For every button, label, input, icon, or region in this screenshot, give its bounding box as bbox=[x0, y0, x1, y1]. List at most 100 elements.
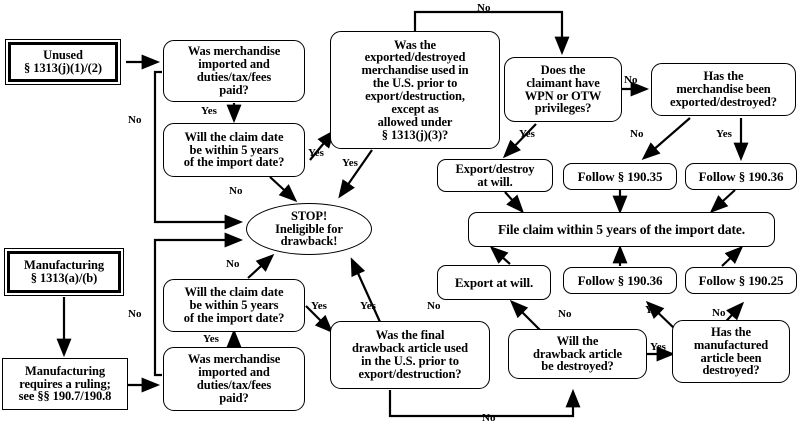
node-stop-ineligible[interactable]: STOP! Ineligible for drawback! bbox=[246, 203, 372, 255]
node-follow-190-25[interactable]: Follow § 190.25 bbox=[685, 267, 797, 294]
node-text-line: destroyed? bbox=[702, 363, 760, 378]
node-question-will-be-destroyed[interactable]: Will the drawback article be destroyed? bbox=[508, 329, 647, 379]
node-text-line: claimant have bbox=[526, 75, 600, 90]
edge-label-no-privileges: No bbox=[624, 74, 638, 86]
node-text-line: § 1313(a)/(b) bbox=[30, 271, 98, 285]
node-follow-190-36-top-text: Follow § 190.36 bbox=[698, 168, 784, 184]
node-text-line: paid? bbox=[219, 390, 249, 405]
node-text-line: merchandise used in bbox=[361, 63, 469, 78]
edge-label-yes-has-destroyed: Yes bbox=[645, 304, 661, 316]
node-text-line: article been bbox=[700, 350, 762, 365]
node-manufacturing-start-text: Manufacturing § 1313(a)/(b) bbox=[21, 259, 107, 285]
node-text-line: allowed under bbox=[377, 114, 453, 129]
node-text-line: requires a ruling; bbox=[19, 376, 111, 391]
edge-label-no-export-at-will: No bbox=[427, 300, 441, 312]
node-question-imported-bottom[interactable]: Was merchandise imported and duties/tax/… bbox=[163, 347, 305, 411]
node-follow-190-25-text: Follow § 190.25 bbox=[698, 272, 784, 288]
node-question-has-been-destroyed-text: Has the manufactured article been destro… bbox=[691, 325, 771, 378]
edge-label-no-merchandise-exported: No bbox=[630, 128, 644, 140]
node-text-line: Ineligible for bbox=[275, 221, 343, 236]
node-text-line: STOP! bbox=[290, 208, 328, 223]
edge-label-no-manufacturing-branch: No bbox=[128, 308, 142, 320]
node-text-line: Was the final bbox=[375, 328, 445, 343]
node-question-claimdate-bottom-text: Will the claim date be within 5 years of… bbox=[181, 286, 288, 325]
edge-label-no-claimdate-top: No bbox=[229, 185, 243, 197]
edge-label-yes-claimdate-top-right: Yes bbox=[308, 147, 324, 159]
node-text-line: Unused bbox=[43, 48, 83, 63]
edge-label-no-has-destroyed: No bbox=[712, 307, 726, 319]
node-text-line: WPN or OTW bbox=[524, 88, 602, 103]
node-text-line: Manufacturing bbox=[24, 258, 104, 273]
node-text-line: drawback article used bbox=[352, 341, 468, 356]
edge-label-yes-will-destroyed: Yes bbox=[650, 341, 666, 353]
node-question-exported-used[interactable]: Was the exported/destroyed merchandise u… bbox=[330, 31, 500, 149]
node-question-final-drawback-article-text: Was the final drawback article used in t… bbox=[349, 329, 471, 381]
node-unused-start-text: Unused § 1313(j)(1)/(2) bbox=[21, 49, 105, 75]
node-text-line: paid? bbox=[219, 82, 249, 97]
node-text-line: exported/destroyed bbox=[364, 50, 466, 65]
node-text-line: merchandise been bbox=[676, 82, 771, 97]
node-question-exported-used-text: Was the exported/destroyed merchandise u… bbox=[359, 38, 472, 142]
node-text-line: export/destruction? bbox=[358, 366, 462, 381]
node-manufacturing-start[interactable]: Manufacturing § 1313(a)/(b) bbox=[4, 248, 124, 296]
node-export-at-will[interactable]: Export at will. bbox=[437, 265, 551, 300]
node-export-at-will-text: Export at will. bbox=[454, 274, 534, 290]
node-text-line: export/destruction, bbox=[365, 89, 465, 103]
node-text-line: imported and bbox=[198, 57, 270, 72]
node-question-merchandise-exported[interactable]: Has the merchandise been exported/destro… bbox=[651, 63, 796, 116]
edge-label-yes-final-article: Yes bbox=[360, 300, 376, 312]
node-question-has-been-destroyed[interactable]: Has the manufactured article been destro… bbox=[672, 320, 790, 383]
node-text-line: the U.S. prior to bbox=[372, 76, 458, 91]
node-text-line: Does the bbox=[540, 62, 586, 77]
node-stop-ineligible-text: STOP! Ineligible for drawback! bbox=[272, 208, 346, 249]
node-text-line: at will. bbox=[477, 174, 513, 189]
node-text-line: exported/destroyed? bbox=[670, 94, 777, 109]
node-manufacturing-requires-ruling[interactable]: Manufacturing requires a ruling; see §§ … bbox=[2, 358, 128, 410]
node-text-line: privileges? bbox=[534, 101, 592, 116]
node-text-line: § 1313(j)(3)? bbox=[381, 127, 449, 142]
node-text-line: of the import date? bbox=[183, 155, 285, 170]
node-export-destroy-at-will-text: Export/destroy at will. bbox=[453, 161, 538, 189]
node-text-line: Has the bbox=[703, 69, 744, 84]
node-text-line: in the U.S. prior to bbox=[361, 354, 459, 368]
node-follow-190-36-bottom-text: Follow § 190.36 bbox=[577, 272, 663, 288]
node-text-line: drawback! bbox=[280, 234, 338, 249]
node-follow-190-35[interactable]: Follow § 190.35 bbox=[563, 163, 677, 190]
edge-label-yes-merchandise-exported: Yes bbox=[716, 128, 732, 140]
node-question-imported-top[interactable]: Was merchandise imported and duties/tax/… bbox=[163, 40, 305, 102]
node-file-claim[interactable]: File claim within 5 years of the import … bbox=[468, 212, 775, 247]
node-follow-190-36-bottom[interactable]: Follow § 190.36 bbox=[563, 267, 677, 294]
edge-label-yes-claimdate-bottom: Yes bbox=[311, 300, 327, 312]
node-text-line: Was merchandise bbox=[187, 44, 281, 59]
node-question-claimdate-top[interactable]: Will the claim date be within 5 years of… bbox=[163, 123, 305, 177]
edge-label-no-final-article-loop: No bbox=[482, 412, 496, 424]
node-text-line: of the import date? bbox=[183, 310, 285, 325]
node-text-line: except as bbox=[391, 101, 439, 116]
node-text-line: Manufacturing bbox=[25, 363, 105, 378]
node-question-claimdate-bottom[interactable]: Will the claim date be within 5 years of… bbox=[163, 279, 305, 332]
edge-label-no-top-long: No bbox=[477, 2, 491, 14]
edge-label-yes-imported-bottom: Yes bbox=[203, 333, 219, 345]
edge-label-yes-imported-top: Yes bbox=[201, 105, 217, 117]
edge-label-yes-privileges: Yes bbox=[519, 128, 535, 140]
node-text-line: Export/destroy bbox=[455, 161, 535, 176]
node-manufacturing-requires-ruling-text: Manufacturing requires a ruling; see §§ … bbox=[16, 363, 115, 404]
node-text-line: drawback article bbox=[532, 346, 622, 361]
node-follow-190-35-text: Follow § 190.35 bbox=[577, 168, 663, 184]
node-unused-start[interactable]: Unused § 1313(j)(1)/(2) bbox=[5, 39, 121, 85]
node-file-claim-text: File claim within 5 years of the import … bbox=[497, 221, 746, 237]
node-text-line: duties/tax/fees bbox=[196, 378, 272, 392]
edge-label-no-claimdate-bottom: No bbox=[226, 258, 240, 270]
node-export-destroy-at-will[interactable]: Export/destroy at will. bbox=[437, 159, 553, 192]
node-question-imported-bottom-text: Was merchandise imported and duties/tax/… bbox=[185, 353, 283, 405]
node-question-will-be-destroyed-text: Will the drawback article be destroyed? bbox=[530, 334, 625, 374]
node-text-line: see §§ 190.7/190.8 bbox=[18, 389, 112, 404]
node-text-line: manufactured bbox=[693, 337, 769, 352]
node-follow-190-36-top[interactable]: Follow § 190.36 bbox=[685, 163, 797, 190]
node-text-line: be destroyed? bbox=[541, 359, 614, 374]
edge-label-yes-exported-used: Yes bbox=[342, 157, 358, 169]
node-question-privileges[interactable]: Does the claimant have WPN or OTW privil… bbox=[504, 57, 622, 122]
node-question-claimdate-top-text: Will the claim date be within 5 years of… bbox=[181, 130, 288, 170]
node-question-final-drawback-article[interactable]: Was the final drawback article used in t… bbox=[330, 321, 490, 389]
